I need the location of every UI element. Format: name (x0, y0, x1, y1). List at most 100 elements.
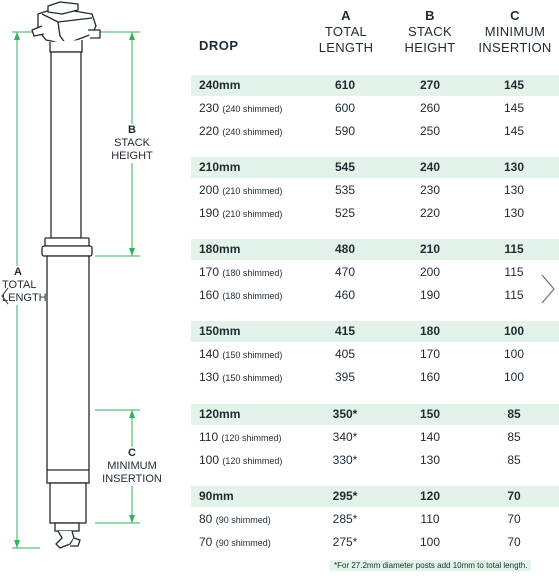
drop-cell: 210mm (199, 157, 240, 178)
stack-height-cell: 240 (419, 160, 441, 174)
stack-height-cell: 270 (419, 78, 441, 92)
drop-value: 190 (199, 206, 220, 220)
total-length-cell: 525 (334, 206, 356, 220)
minimum-insertion-text-1: MINIMUM (107, 460, 157, 472)
minimum-insertion-cell: 100 (503, 324, 525, 338)
drop-value: 100 (199, 453, 220, 467)
drop-value: 200 (199, 183, 220, 197)
footnote: *For 27.2mm diameter posts add 10mm to t… (330, 560, 532, 571)
drop-cell: 90mm (199, 486, 234, 507)
stack-height-cell: 250 (419, 124, 441, 138)
previous-button[interactable] (0, 284, 10, 308)
minimum-insertion-cell: 130 (503, 206, 525, 220)
drop-value: 70 (199, 535, 213, 549)
drop-cell: 70 (90 shimmed) (199, 532, 271, 554)
column-letter: A (341, 8, 351, 23)
stack-height-cell: 110 (420, 512, 440, 526)
total-length-cell: 415 (334, 324, 356, 338)
minimum-insertion-cell: 100 (503, 347, 525, 361)
drop-value: 160 (199, 288, 220, 302)
group-highlight-band (191, 157, 559, 178)
stack-height-cell: 190 (419, 288, 441, 302)
stack-height-cell: 140 (419, 430, 441, 444)
next-button[interactable] (538, 272, 558, 306)
shim-note: (120 shimmed) (222, 456, 283, 466)
table-row: 140 (150 shimmed) 405 170 100 (191, 344, 559, 365)
drop-cell: 110 (120 shimmed) (199, 427, 282, 449)
drop-value: 130 (199, 370, 220, 384)
drop-cell: 80 (90 shimmed) (199, 509, 271, 531)
group-highlight-band (191, 404, 559, 425)
stack-height-label: B STACK HEIGHT (103, 124, 161, 163)
total-length-cell: 395 (334, 370, 356, 384)
minimum-insertion-cell: 145 (503, 101, 525, 115)
drop-header: DROP (199, 38, 239, 53)
minimum-insertion-cell: 115 (504, 265, 524, 279)
drop-cell: 100 (120 shimmed) (199, 450, 282, 472)
drop-value: 230 (199, 101, 220, 115)
shim-note: (150 shimmed) (222, 350, 283, 360)
drop-value: 90mm (199, 489, 234, 503)
stack-height-cell: 200 (419, 265, 441, 279)
drop-value: 170 (199, 265, 220, 279)
column-label-line-1: STACK (408, 24, 452, 39)
stack-height-cell: 100 (419, 535, 441, 549)
shim-note: (120 shimmed) (221, 433, 282, 443)
total-length-cell: 350* (332, 407, 358, 421)
total-length-cell: 610 (334, 78, 356, 92)
drop-value: 140 (199, 347, 220, 361)
drop-value: 220 (199, 124, 220, 138)
stack-height-cell: 150 (419, 407, 441, 421)
stack-height-cell: 180 (419, 324, 441, 338)
total-length-cell: 600 (334, 101, 356, 115)
drop-cell: 200 (210 shimmed) (199, 180, 282, 202)
column-label-line-2: INSERTION (478, 40, 552, 55)
total-length-cell: 295* (332, 489, 358, 503)
group-highlight-band (191, 239, 559, 260)
stack-height-cell: 230 (419, 183, 441, 197)
total-length-cell: 330* (332, 453, 358, 467)
shim-note: (240 shimmed) (222, 104, 283, 114)
minimum-insertion-cell: 130 (503, 183, 525, 197)
group-highlight-band (191, 75, 559, 96)
column-letter: C (510, 8, 520, 23)
stack-height-text-1: STACK (114, 137, 150, 149)
total-length-cell: 405 (334, 347, 356, 361)
stack-height-cell: 210 (419, 242, 441, 256)
column-label-line-2: HEIGHT (404, 40, 456, 55)
drop-value: 110 (199, 430, 219, 444)
minimum-insertion-letter: C (128, 447, 136, 459)
minimum-insertion-label: C MINIMUM INSERTION (98, 447, 166, 486)
minimum-insertion-cell: 130 (503, 160, 525, 174)
drop-cell: 170 (180 shimmed) (199, 262, 282, 284)
stack-height-cell: 170 (419, 347, 441, 361)
drop-cell: 220 (240 shimmed) (199, 121, 282, 143)
drop-cell: 140 (150 shimmed) (199, 344, 282, 366)
group-highlight-band (191, 321, 559, 342)
total-length-cell: 340* (332, 430, 358, 444)
column-letter: B (425, 8, 435, 23)
column-label-line-2: LENGTH (318, 40, 374, 55)
drop-cell: 180mm (199, 239, 240, 260)
shim-note: (210 shimmed) (222, 186, 283, 196)
shim-note: (240 shimmed) (222, 127, 283, 137)
minimum-insertion-cell: 70 (507, 535, 521, 549)
stack-height-text-2: HEIGHT (111, 150, 153, 162)
minimum-insertion-cell: 115 (504, 288, 524, 302)
drop-value: 180mm (199, 242, 241, 256)
drop-cell: 150mm (199, 321, 240, 342)
drop-cell: 230 (240 shimmed) (199, 98, 282, 120)
total-length-text-2: LENGTH (2, 292, 47, 304)
seatpost-diagram: A TOTAL LENGTH B STACK HEIGHT C MINIMUM … (0, 0, 190, 579)
column-label-line-1: TOTAL (324, 24, 368, 39)
column-header-total-length: A TOTAL LENGTH (306, 8, 386, 56)
